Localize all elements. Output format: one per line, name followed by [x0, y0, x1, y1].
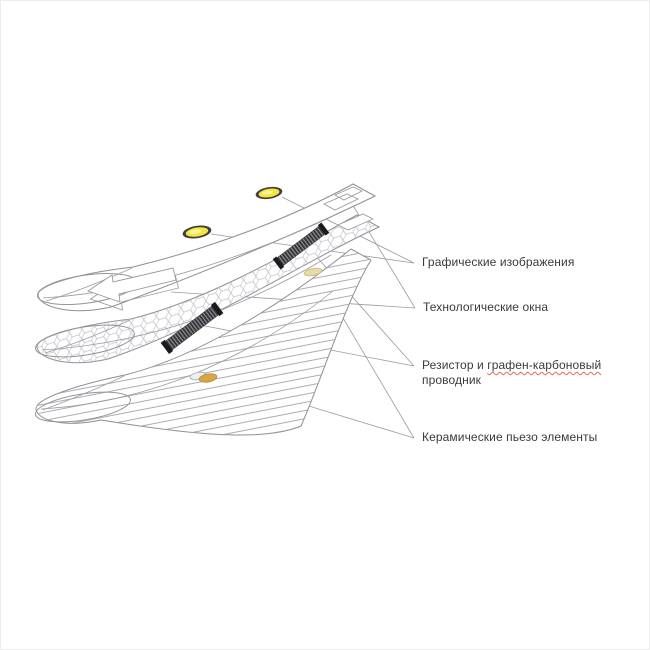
top-sheet — [36, 183, 377, 312]
graphic-oval-front — [182, 225, 212, 239]
bottom-tip-curl — [35, 391, 131, 423]
resistor-bar-lower — [160, 301, 224, 355]
middle-tail-window — [337, 213, 374, 231]
label-resistor-part1: Резистор и — [422, 358, 488, 372]
piezo-element-faint — [303, 267, 323, 277]
middle-tip-curl — [35, 324, 135, 358]
label-ceramic-piezo: Керамические пьезо элементы — [422, 430, 598, 444]
resistor-bar-upper — [272, 222, 330, 270]
graphic-oval-rear — [255, 186, 283, 200]
arrow-cutout — [86, 267, 179, 311]
label-resistor-part3: проводник — [422, 373, 481, 387]
label-graphic-images: Графические изображения — [422, 255, 575, 269]
tail-windows — [323, 186, 363, 211]
label-resistor-misspelled-word: графен-карбоновый — [487, 358, 602, 372]
piezo-element — [189, 371, 218, 383]
label-resistor-conductor: Резистор и графен-карбоновый проводник — [422, 358, 627, 388]
tail-window-inner — [334, 186, 363, 201]
label-technological-windows: Технологические окна — [423, 300, 549, 314]
leader-resistor-1 — [305, 244, 415, 367]
